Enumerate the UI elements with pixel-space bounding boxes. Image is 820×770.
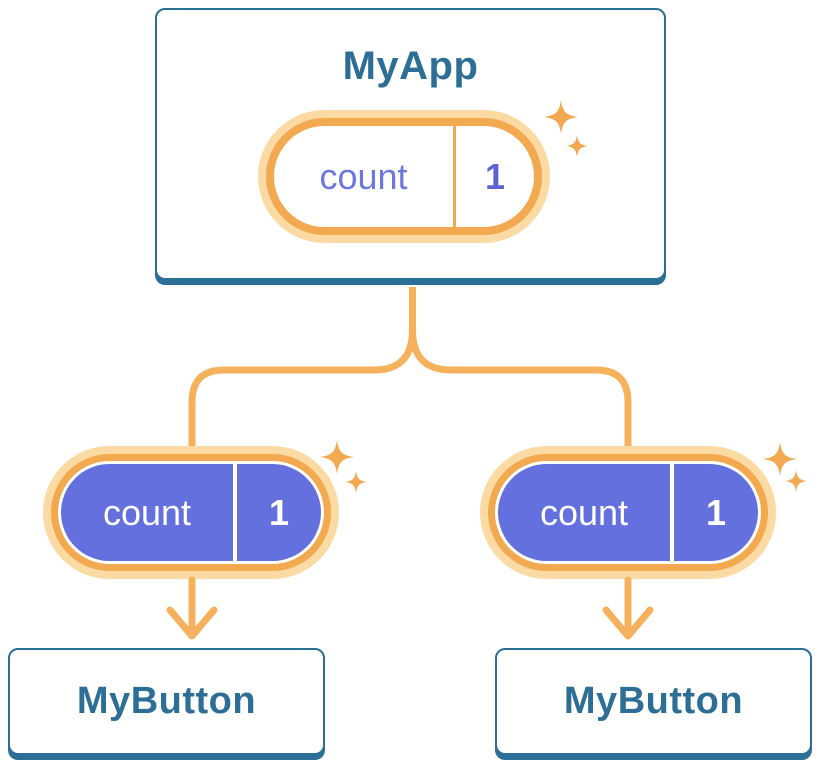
prop-pill-divider (670, 464, 674, 561)
prop-pill-value: 1 (705, 491, 727, 533)
component-card-mybutton-right: MyButton (495, 648, 812, 755)
prop-pill-value-cell: 1 (237, 464, 321, 561)
sparkle-icon (763, 442, 797, 476)
arrow-down-icon-right (602, 576, 654, 640)
tree-connector-left (188, 287, 416, 446)
prop-pill-divider (233, 464, 237, 561)
state-pill-value-cell: 1 (456, 126, 534, 227)
arrow-head (166, 606, 218, 640)
prop-pill-body: count 1 (498, 464, 758, 561)
prop-pill-left: count 1 (43, 446, 339, 579)
sparkle-icon (784, 469, 808, 493)
prop-pill-right: count 1 (480, 446, 776, 579)
sparkle-icon (320, 440, 354, 474)
prop-pill-ring: count 1 (51, 454, 331, 571)
prop-pill-value: 1 (268, 491, 290, 533)
prop-pill-body: count 1 (61, 464, 321, 561)
component-card-myapp: MyApp count 1 (155, 8, 666, 280)
prop-pill-value-cell: 1 (674, 464, 758, 561)
component-title: MyButton (563, 680, 744, 722)
arrow-down-icon-left (166, 576, 218, 640)
state-pill-root: count 1 (258, 110, 550, 243)
sparkle-icon (344, 470, 368, 494)
state-pill-key: count (319, 155, 408, 197)
component-title: MyApp (342, 44, 479, 88)
component-title: MyButton (76, 680, 257, 722)
prop-pill-key-cell: count (498, 464, 670, 561)
prop-pill-key: count (102, 491, 192, 533)
prop-pill-key: count (539, 491, 629, 533)
component-card-mybutton-left: MyButton (8, 648, 325, 755)
prop-pill-key-cell: count (61, 464, 233, 561)
prop-pill-ring: count 1 (488, 454, 768, 571)
state-pill-value: 1 (484, 155, 506, 197)
state-pill-key-cell: count (274, 126, 453, 227)
tree-connector-right (409, 287, 632, 446)
state-pill-ring: count 1 (266, 118, 542, 235)
state-pill-divider (453, 126, 456, 227)
arrow-head (602, 606, 654, 640)
